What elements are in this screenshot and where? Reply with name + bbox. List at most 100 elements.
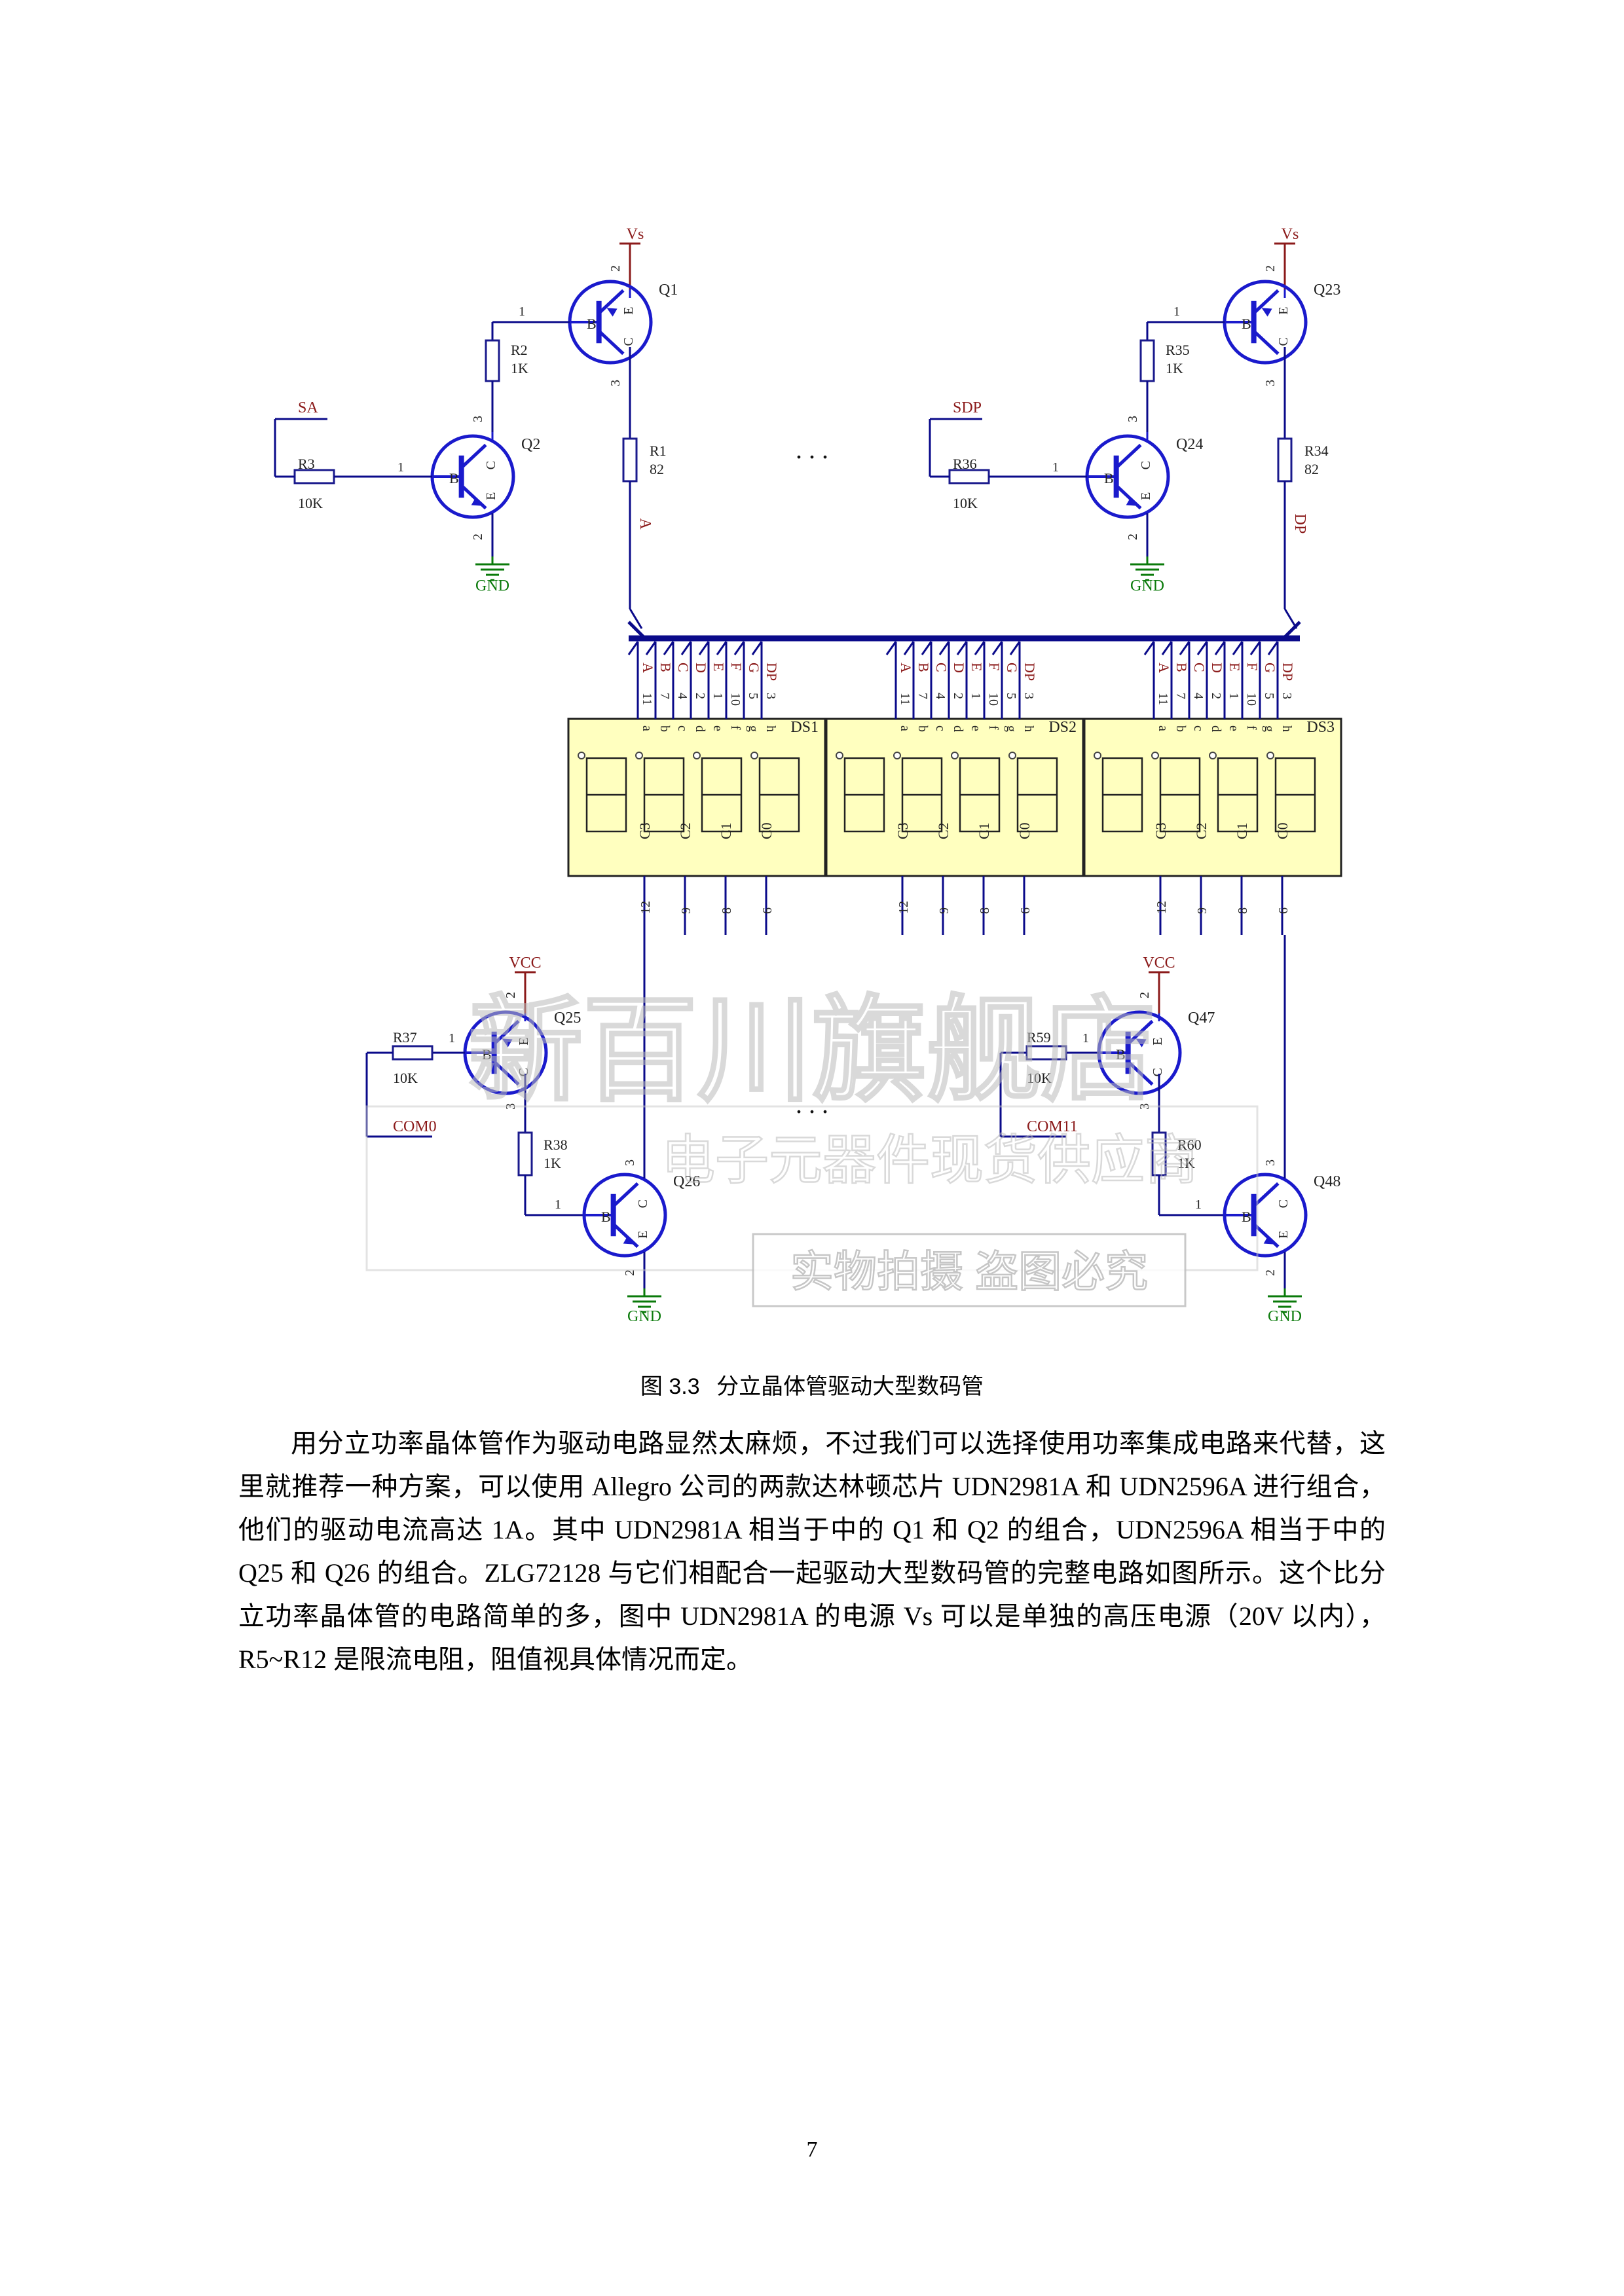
digit-dp — [1094, 752, 1101, 759]
resistor-limit — [1277, 437, 1293, 483]
transistor-name: Q25 — [554, 1010, 581, 1027]
q1-top-lead — [597, 289, 625, 315]
segment-pin-number: 4 — [675, 693, 690, 699]
q26-pin-bottom: E — [636, 1231, 650, 1239]
segment-letter: f — [1244, 725, 1259, 730]
schematic-figure: Vs2BECQ131R21K3BCEQ22GND1R310KSAR182AVs2… — [274, 226, 1342, 1325]
digit-dp — [750, 752, 758, 759]
q25-pin-top: E — [517, 1038, 531, 1046]
segment-net: F — [728, 663, 745, 670]
pin-number: 3 — [504, 1103, 518, 1110]
bus-entry — [938, 641, 950, 655]
figure-number: 图 3.3 — [640, 1374, 700, 1399]
q1-arrow — [606, 308, 618, 317]
common-label: C2 — [935, 822, 951, 839]
common-pin-number: 8 — [1236, 907, 1250, 914]
bus-end — [627, 621, 646, 640]
resistor-input — [392, 1045, 434, 1061]
q48-pin-b: B — [1242, 1209, 1251, 1225]
bus-entry — [627, 641, 639, 655]
common-label: C1 — [1234, 822, 1250, 839]
net-label: A — [637, 518, 654, 530]
bus-entry — [751, 641, 763, 655]
bus-entry — [733, 641, 745, 655]
segment-pin-number: 3 — [1280, 693, 1294, 699]
q23-bottom-lead — [1252, 329, 1280, 355]
q24-pin-b: B — [1104, 470, 1114, 486]
resistor-name: R3 — [298, 456, 315, 472]
bus-entry — [716, 641, 728, 655]
pin-number: 3 — [1263, 380, 1278, 386]
segment-pin-number: 10 — [1244, 693, 1259, 706]
common-label: C1 — [976, 822, 992, 839]
bus-entry — [680, 641, 692, 655]
transistor-name: Q23 — [1314, 282, 1340, 299]
common-pin-number: 6 — [760, 907, 775, 914]
common-pin-number: 9 — [937, 907, 951, 914]
segment-pin-number: 2 — [693, 693, 707, 699]
q47-bottom-lead — [1126, 1060, 1154, 1086]
q25-top-lead — [492, 1019, 520, 1046]
segment-pin-number: 4 — [1191, 693, 1206, 699]
digit-dp — [693, 752, 701, 759]
segment-net: D — [1209, 663, 1225, 673]
segment-letter: e — [710, 725, 725, 731]
segment-net: B — [657, 663, 674, 672]
pin-number: 1 — [555, 1197, 561, 1212]
segment-letter: e — [969, 725, 983, 731]
common-label: C2 — [677, 822, 693, 839]
pin-number: 2 — [1126, 534, 1140, 540]
segment-net: DP — [1022, 663, 1038, 681]
segment-letter: e — [1227, 725, 1241, 731]
bus-entry — [1143, 641, 1155, 655]
segment-net: D — [693, 663, 709, 673]
resistor-name: R35 — [1166, 342, 1190, 358]
resistor-value: 10K — [393, 1070, 418, 1086]
resistor-name: R36 — [953, 456, 977, 472]
resistor-value: 1K — [544, 1155, 561, 1171]
bus-entry — [663, 641, 674, 655]
digit-dp — [951, 752, 959, 759]
common-pin-number: 9 — [1195, 907, 1209, 914]
q25-pin-bottom: C — [517, 1068, 531, 1076]
bus-entry — [1196, 641, 1208, 655]
resistor-value: 1K — [511, 360, 528, 376]
q25-bottom-lead — [492, 1060, 520, 1086]
q23-pin-bottom: C — [1276, 337, 1291, 346]
digit-dp — [1151, 752, 1159, 759]
bus-entry — [645, 641, 657, 655]
q2-bottom-lead — [460, 484, 487, 510]
resistor-name: R2 — [511, 342, 528, 358]
q47-top-lead — [1126, 1019, 1154, 1046]
resistor-value: 82 — [1304, 461, 1319, 477]
pin-number: 2 — [504, 992, 518, 998]
segment-pin-number: 1 — [710, 693, 725, 699]
q2-arrow — [471, 497, 482, 506]
q23-pin-top: E — [1276, 307, 1291, 315]
segment-net: DP — [764, 663, 780, 681]
common-pin-number: 12 — [896, 901, 911, 914]
segment-pin-number: 2 — [1209, 693, 1223, 699]
segment-net: A — [1156, 663, 1172, 673]
digit-dp — [578, 752, 585, 759]
resistor-name: R34 — [1304, 443, 1329, 459]
input-label: COM0 — [393, 1118, 437, 1135]
segment-pin-number: 1 — [969, 693, 983, 699]
pin-number: 2 — [1263, 1269, 1278, 1276]
segment-net: E — [710, 663, 727, 671]
q48-pin-bottom: E — [1276, 1231, 1291, 1239]
input-label: SA — [298, 399, 318, 416]
resistor-value: 10K — [953, 495, 978, 511]
segment-letter: g — [1262, 725, 1276, 732]
segment-letter: f — [986, 725, 1001, 730]
segment-pin-number: 5 — [1004, 693, 1018, 699]
resistor-value: 82 — [650, 461, 664, 477]
common-label: C0 — [758, 822, 775, 839]
pin-number: 3 — [1137, 1103, 1152, 1110]
pin-number: 2 — [608, 265, 623, 272]
segment-pin-number: 4 — [933, 693, 948, 699]
q2-top-lead — [460, 443, 487, 469]
q25-arrow — [502, 1038, 513, 1048]
segment-net: A — [640, 663, 656, 673]
net-label: DP — [1291, 514, 1308, 534]
